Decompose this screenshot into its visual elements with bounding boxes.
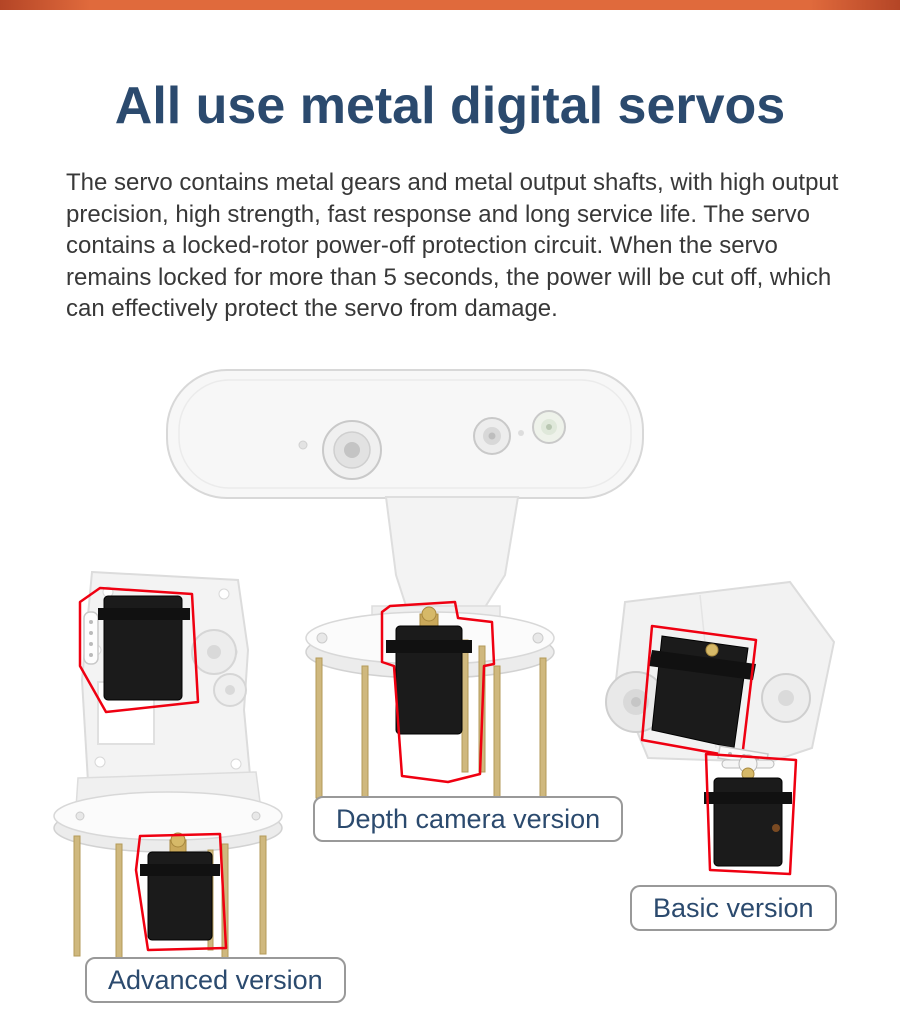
depth-camera-servo [386,606,472,735]
advanced-rollers [191,629,247,707]
advanced-top-servo [83,595,190,701]
basic-version-render [605,580,836,876]
servo-highlight-outline-advanced-bottom [134,832,228,952]
camera-mic-hole [298,440,308,450]
camera-right-lens-icon [532,410,566,444]
label-basic-version: Basic version [630,885,837,931]
basic-right-roller [761,673,811,723]
top-banner-strip [0,0,900,10]
product-image-area [0,350,900,1031]
servo-highlight-outline-basic-bottom [704,752,798,876]
basic-head-servo [649,635,756,749]
label-depth-camera-version: Depth camera version [313,796,624,842]
depth-camera-bar [166,369,644,499]
advanced-bottom-servo [140,832,220,941]
servo-highlight-outline-advanced-top [78,586,200,714]
basic-bottom-servo [704,767,792,867]
camera-left-lens-icon [322,420,382,480]
product-renders-illustration [53,369,836,971]
camera-indicator-dot [518,430,524,436]
camera-neck-bracket [384,496,520,613]
advanced-base-platform [53,791,283,853]
basic-left-cylinder [605,671,667,733]
depth-camera-render [166,369,644,805]
advanced-version-render [53,570,283,971]
servo-highlight-outline-depth [380,600,496,784]
label-advanced-version: Advanced version [85,957,346,1003]
page-title: All use metal digital servos [114,77,786,135]
description-text: The servo contains metal gears and metal… [66,169,839,322]
camera-middle-lens-icon [473,417,511,455]
